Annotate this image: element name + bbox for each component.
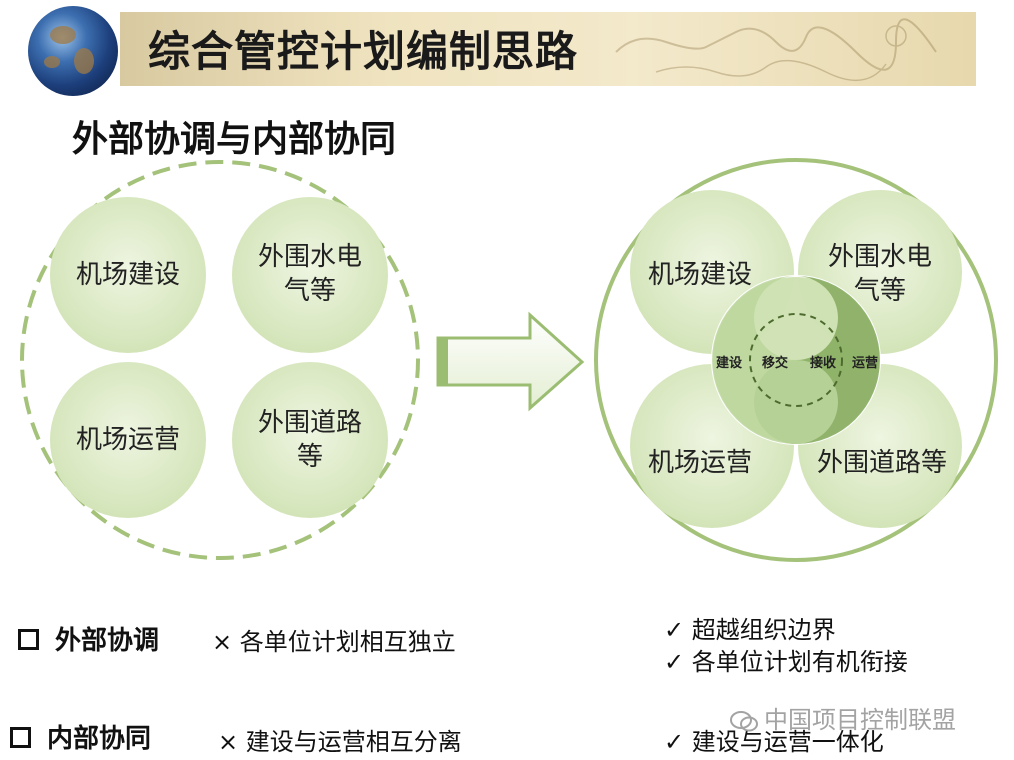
left-circle-airport-construction [50, 197, 206, 353]
row-external-coordination: 外部协调 [18, 620, 159, 657]
page-title: 综合管控计划编制思路 [148, 27, 579, 76]
left-circle-airport-operations [50, 362, 206, 518]
transition-arrow [436, 311, 585, 412]
left-circle-utilities [232, 197, 388, 353]
center-light-half [712, 276, 838, 444]
center-label-handover: 移交 [762, 356, 789, 371]
square-bullet-icon [18, 628, 39, 650]
wechat-icon [730, 711, 758, 732]
left-circle-roads [232, 362, 388, 518]
arrow-tail-block [438, 338, 448, 385]
world-map-decoration [615, 18, 937, 82]
title-bar [120, 12, 976, 86]
row-heading: 内部协同 [47, 724, 152, 754]
center-dashed-ring [749, 313, 843, 407]
center-label-receive: 接收 [810, 356, 837, 371]
wechat-watermark: 中国项目控制联盟 [730, 700, 956, 735]
row-heading: 外部协调 [55, 626, 160, 656]
globe-icon [28, 6, 118, 96]
right-solid-boundary [594, 158, 998, 562]
watermark-text: 中国项目控制联盟 [764, 706, 956, 734]
check-item-integration: ✓ 建设与运营一体化 [664, 728, 884, 756]
left-label-airport-construction: 机场建设 [75, 260, 180, 290]
center-label-operate: 运营 [852, 356, 879, 371]
section-subtitle: 外部协调与内部协同 [72, 119, 397, 160]
left-label-roads: 外围道路 等 [257, 408, 362, 472]
row-external-desc: × 各单位计划相互独立 [212, 628, 456, 656]
check-item-plan-linkage: ✓ 各单位计划有机衔接 [664, 648, 908, 676]
left-dashed-boundary [20, 160, 420, 560]
right-label-roads: 外围道路等 [816, 448, 947, 478]
row-internal-desc: × 建设与运营相互分离 [218, 728, 462, 756]
right-label-airport-construction: 机场建设 [647, 260, 752, 290]
left-label-utilities: 外围水电 气等 [257, 242, 362, 306]
left-label-airport-operations: 机场运营 [75, 425, 180, 455]
row-internal-collaboration: 内部协同 [10, 718, 151, 755]
right-label-utilities: 外围水电 气等 [827, 242, 932, 306]
square-bullet-icon [10, 726, 31, 748]
center-label-build: 建设 [716, 356, 743, 371]
check-item-cross-org: ✓ 超越组织边界 [664, 616, 836, 644]
right-label-airport-operations: 机场运营 [647, 448, 752, 478]
